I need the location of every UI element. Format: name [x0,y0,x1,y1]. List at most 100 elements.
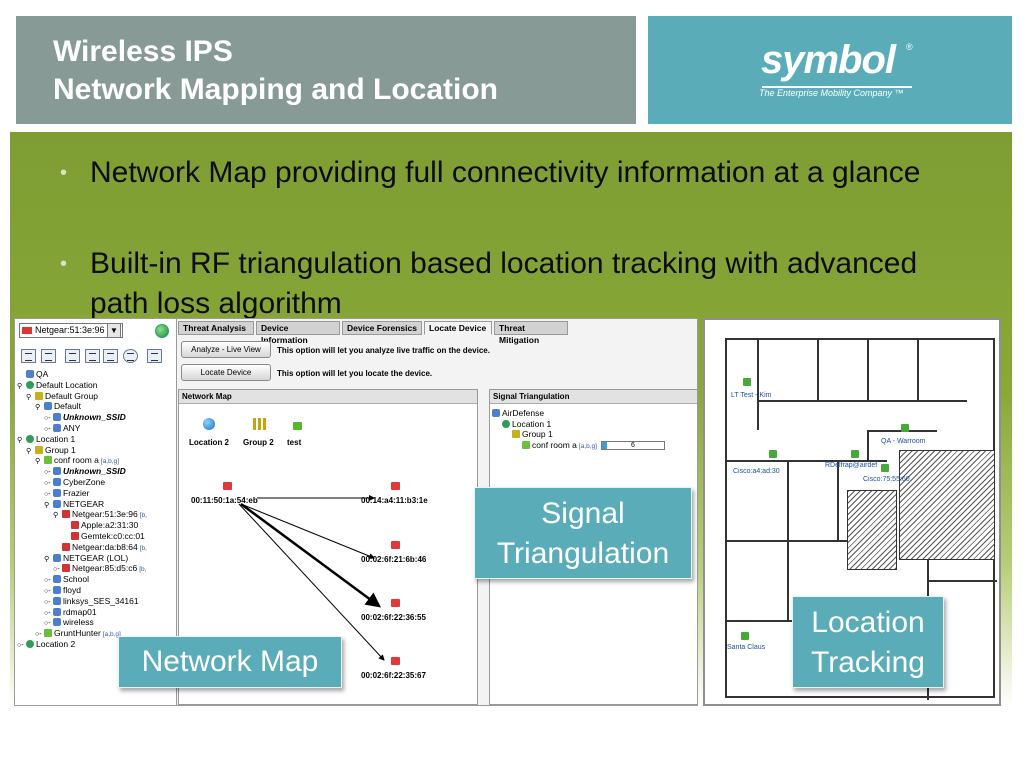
floor-label-lt-test[interactable]: LT Test - Kim [731,392,772,399]
expand-toggle-icon[interactable]: ○- [44,415,51,423]
floor-label-santa-claus[interactable]: Santa Claus [727,644,766,651]
tree-node[interactable]: QA [17,369,48,380]
globe-icon[interactable] [155,324,169,338]
expand-toggle-icon[interactable]: ⚲ [44,555,50,563]
tree-node[interactable]: ○-School [44,574,89,585]
filter-icon[interactable] [147,349,162,363]
tree-node[interactable]: ⚲Default Location [17,380,97,391]
tab-threat-mitigation[interactable]: Threat Mitigation [494,321,568,345]
map-node-test[interactable]: test [287,438,302,447]
tree-node[interactable]: ⚲Netgear:51:3e:96[b, [53,509,147,520]
station-icon[interactable] [741,632,749,640]
tree-node[interactable]: ⚲Location 1 [17,434,75,445]
station-icon[interactable] [901,424,909,432]
tree-node[interactable]: ○-linksys_SES_34161 [44,596,139,607]
tree-node[interactable]: Netgear:da:b8:64[b, [53,542,147,553]
tree-node[interactable]: ○-Unknown_SSID [44,466,126,477]
map-target-node-4[interactable]: 00:02:6f:22:35:67 [361,671,426,680]
tree-node[interactable]: ⚲Default Group [26,391,98,402]
expand-toggle-icon[interactable]: ○- [44,480,51,487]
floor-label-cisco-75[interactable]: Cisco:75:55:60 [863,476,910,483]
expand-toggle-icon[interactable]: ⚲ [35,404,41,412]
signal-tree-node[interactable]: Location 1 [502,419,551,430]
station-icon[interactable] [391,599,400,607]
toolbar-button-2[interactable] [41,349,56,363]
station-icon[interactable] [851,450,859,458]
tab-device-forensics[interactable]: Device Forensics [342,321,422,335]
expand-toggle-icon[interactable]: ○- [44,588,51,595]
expand-toggle-icon[interactable]: ○- [53,566,60,574]
expand-toggle-icon[interactable]: ○- [17,642,24,649]
expand-toggle-icon[interactable]: ⚲ [44,501,50,509]
expand-toggle-icon[interactable]: ○- [44,598,51,606]
tree-node[interactable]: ⚲conf room a[a,b,g] [35,455,119,466]
tree-node[interactable]: ○-floyd [44,585,81,596]
expand-toggle-icon[interactable]: ○- [44,490,51,498]
chevron-down-icon[interactable]: ▼ [107,323,121,338]
floor-label-cisco-a4[interactable]: Cisco:a4:ad:30 [733,468,780,475]
tree-node-label: Netgear:51:3e:96 [72,509,138,520]
expand-toggle-icon[interactable]: ○- [44,620,51,628]
toolbar-button-1[interactable] [21,349,36,363]
device-selector[interactable]: Netgear:51:3e:96 [19,323,123,338]
tree-node[interactable]: ○-Netgear:85:d5:c6[b, [53,563,146,574]
expand-toggle-icon[interactable]: ○- [44,609,51,617]
tab-locate-device[interactable]: Locate Device [424,321,492,335]
tab-threat-analysis[interactable]: Threat Analysis [178,321,254,335]
station-icon[interactable] [391,541,400,549]
map-target-node-3[interactable]: 00:02:6f:22:36:55 [361,613,426,622]
expand-toggle-icon[interactable]: ⚲ [26,447,32,455]
search-icon[interactable] [123,349,138,363]
tree-node-bands: [b, [139,544,147,552]
floor-label-rdelfrap[interactable]: RDelfrap@airdef [825,462,878,469]
expand-toggle-icon[interactable]: ⚲ [35,458,41,466]
router-icon[interactable] [223,482,232,490]
station-icon[interactable] [881,464,889,472]
tree-node[interactable]: ⚲NETGEAR (LOL) [44,553,128,564]
toolbar-button-5[interactable] [103,349,118,363]
map-node-group-2[interactable]: Group 2 [243,438,274,447]
map-node-location-2[interactable]: Location 2 [189,438,230,447]
signal-tree-node[interactable]: Group 1 [512,429,553,440]
station-icon[interactable] [391,482,400,490]
toolbar-button-3[interactable] [65,349,80,363]
tree-node[interactable]: ○-Location 2 [17,639,75,650]
tree-node[interactable]: ○-Unknown_SSID [44,412,126,423]
tree-node[interactable]: ○-Frazier [44,488,89,499]
expand-toggle-icon[interactable]: ⚲ [17,382,23,390]
globe-icon[interactable] [203,418,215,430]
access-point-icon[interactable] [293,422,302,430]
bullet-text: Built-in RF triangulation based location… [90,247,918,320]
map-target-node-2[interactable]: 00:02:6f:21:6b:46 [361,555,427,564]
analyze-live-view-button[interactable]: Analyze - Live View [181,341,271,358]
tree-node[interactable]: ○-CyberZone [44,477,105,488]
signal-tree-node[interactable]: conf room a[a,b,g]6 [522,440,665,451]
tree-node[interactable]: ○-GruntHunter[a,b,g] [35,628,121,639]
expand-toggle-icon[interactable]: ⚲ [53,512,59,520]
tree-node[interactable]: ○-rdmap01 [44,607,97,618]
station-icon[interactable] [769,450,777,458]
tree-node[interactable]: Gemtek:c0:cc:01 [62,531,145,542]
expand-toggle-icon[interactable]: ⚲ [17,436,23,444]
expand-toggle-icon[interactable]: ○- [44,469,51,477]
expand-toggle-icon[interactable]: ○- [35,631,42,639]
tree-node[interactable]: Apple:a2:31:30 [62,520,138,531]
expand-toggle-icon[interactable]: ⚲ [26,393,32,401]
map-target-node-1[interactable]: 00:14:a4:11:b3:1e [361,496,428,505]
map-source-node[interactable]: 00:11:50:1a:54:eb [191,496,258,505]
tree-node[interactable]: ⚲NETGEAR [44,499,104,510]
toolbar-button-4[interactable] [85,349,100,363]
station-icon[interactable] [391,657,400,665]
tree-node[interactable]: ⚲Default [35,401,81,412]
station-icon[interactable] [743,378,751,386]
locate-device-button[interactable]: Locate Device [181,364,271,381]
tree-node[interactable]: ○-ANY [44,423,80,434]
tree-node[interactable]: ⚲Group 1 [26,445,76,456]
group-icon[interactable] [253,418,267,430]
floor-label-qa-warroom[interactable]: QA - Warroom [881,438,926,445]
tree-node[interactable]: ○-wireless [44,617,94,628]
tab-device-information[interactable]: Device Information [256,321,340,345]
expand-toggle-icon[interactable]: ○- [44,577,51,585]
signal-tree-node[interactable]: AirDefense [492,408,544,419]
expand-toggle-icon[interactable]: ○- [44,426,51,433]
